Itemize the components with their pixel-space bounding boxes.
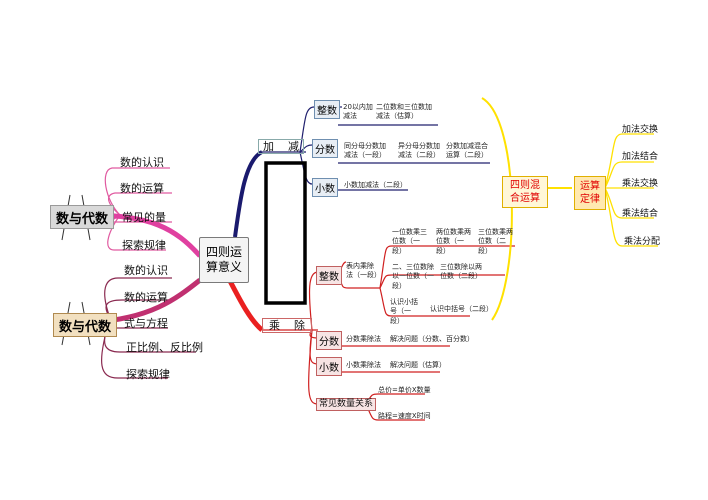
mul-div-integer-d: 三位数乘两位数（二段） xyxy=(478,228,513,255)
mul-div-decimal-a: 小数乘除法 xyxy=(346,361,381,369)
mul-div-integer-g: 认识小括号（一段） xyxy=(390,298,418,325)
mul-div-integer-a: 表内乘除法（一段） xyxy=(346,262,381,280)
left-top-item-1[interactable]: 数的认识 xyxy=(120,156,164,169)
add-sub-decimal-a: 小数加减法（二段） xyxy=(344,181,407,189)
mul-div-decimal[interactable]: 小数 xyxy=(316,357,342,376)
left-top-item-4[interactable]: 探索规律 xyxy=(122,239,166,252)
mul-div-decimal-b: 解决问题（估算） xyxy=(390,361,446,369)
mul-div-integer-c: 两位数乘两位数（一段） xyxy=(436,228,471,255)
add-sub-integer-a: 20以内加减法 xyxy=(343,103,373,121)
mul-div-integer-f: 三位数除以两位数（二段） xyxy=(440,263,482,281)
mul-div-fraction-b: 解决问题（分数、百分数） xyxy=(390,335,474,343)
center-line-1: 四则运 xyxy=(205,245,242,259)
left-bottom-item-3[interactable]: 式与方程 xyxy=(124,317,168,330)
mul-div-integer-h: 认识中括号（二段） xyxy=(430,305,493,313)
black-frame xyxy=(264,161,307,305)
mul-div-quantity-a: 总价=单价X数量 xyxy=(378,386,431,394)
law-item-5[interactable]: 乘法分配 xyxy=(624,237,661,247)
center-node[interactable]: 四则运 算意义 xyxy=(199,237,249,283)
left-bottom-item-4[interactable]: 正比例、反比例 xyxy=(126,341,203,354)
laws-line-1: 运算 xyxy=(580,181,600,192)
mul-div-node[interactable]: 乘 除 xyxy=(262,318,312,333)
mixed-line-2: 合运算 xyxy=(510,193,540,204)
add-sub-node[interactable]: 加 减 xyxy=(258,139,304,154)
topic-number-algebra-top[interactable]: 数与代数 xyxy=(50,205,114,229)
mul-div-fraction[interactable]: 分数 xyxy=(316,331,342,350)
add-sub-children xyxy=(258,106,490,191)
left-top-item-3[interactable]: 常见的量 xyxy=(122,211,166,224)
left-top-item-2[interactable]: 数的运算 xyxy=(120,182,164,195)
law-item-4[interactable]: 乘法结合 xyxy=(622,209,659,219)
add-sub-fraction-a: 同分母分数加减法（一段） xyxy=(344,142,386,160)
center-line-2: 算意义 xyxy=(205,260,242,274)
laws-branches xyxy=(604,133,658,247)
branch-add-sub xyxy=(233,150,264,238)
add-sub-integer[interactable]: 整数 xyxy=(314,100,340,119)
mixed-operations-node[interactable]: 四则混 合运算 xyxy=(502,176,548,208)
laws-node[interactable]: 运算 定律 xyxy=(574,176,606,210)
add-sub-fraction-b: 异分母分数加减法（二段） xyxy=(398,142,440,160)
laws-line-2: 定律 xyxy=(580,194,600,205)
left-bottom-item-5[interactable]: 探索规律 xyxy=(126,368,170,381)
mul-div-quantity-b: 路程=速度X时间 xyxy=(378,412,431,420)
add-sub-decimal[interactable]: 小数 xyxy=(312,178,338,197)
mixed-bracket xyxy=(481,97,513,321)
add-sub-fraction[interactable]: 分数 xyxy=(312,139,338,158)
left-bottom-item-2[interactable]: 数的运算 xyxy=(124,291,168,304)
mul-div-integer-b: 一位数乘三位数（一段） xyxy=(392,228,427,255)
mul-div-integer-e: 二、三位数除以一位数（一段） xyxy=(392,263,434,290)
mixed-line-1: 四则混 xyxy=(510,180,540,191)
law-item-3[interactable]: 乘法交换 xyxy=(622,179,659,189)
law-item-2[interactable]: 加法结合 xyxy=(622,152,659,162)
mul-div-fraction-a: 分数乘除法 xyxy=(346,335,381,343)
add-sub-integer-b: 二位数和三位数加减法（估算） xyxy=(376,103,432,121)
mul-div-integer[interactable]: 整数 xyxy=(316,266,342,285)
topic-number-algebra-bottom[interactable]: 数与代数 xyxy=(53,313,117,337)
law-item-1[interactable]: 加法交换 xyxy=(622,125,659,135)
left-bottom-item-1[interactable]: 数的认识 xyxy=(124,264,168,277)
branch-mul-div xyxy=(227,279,264,332)
mul-div-quantity[interactable]: 常见数量关系 xyxy=(316,398,377,411)
add-sub-fraction-c: 分数加减混合运算（二段） xyxy=(446,142,488,160)
